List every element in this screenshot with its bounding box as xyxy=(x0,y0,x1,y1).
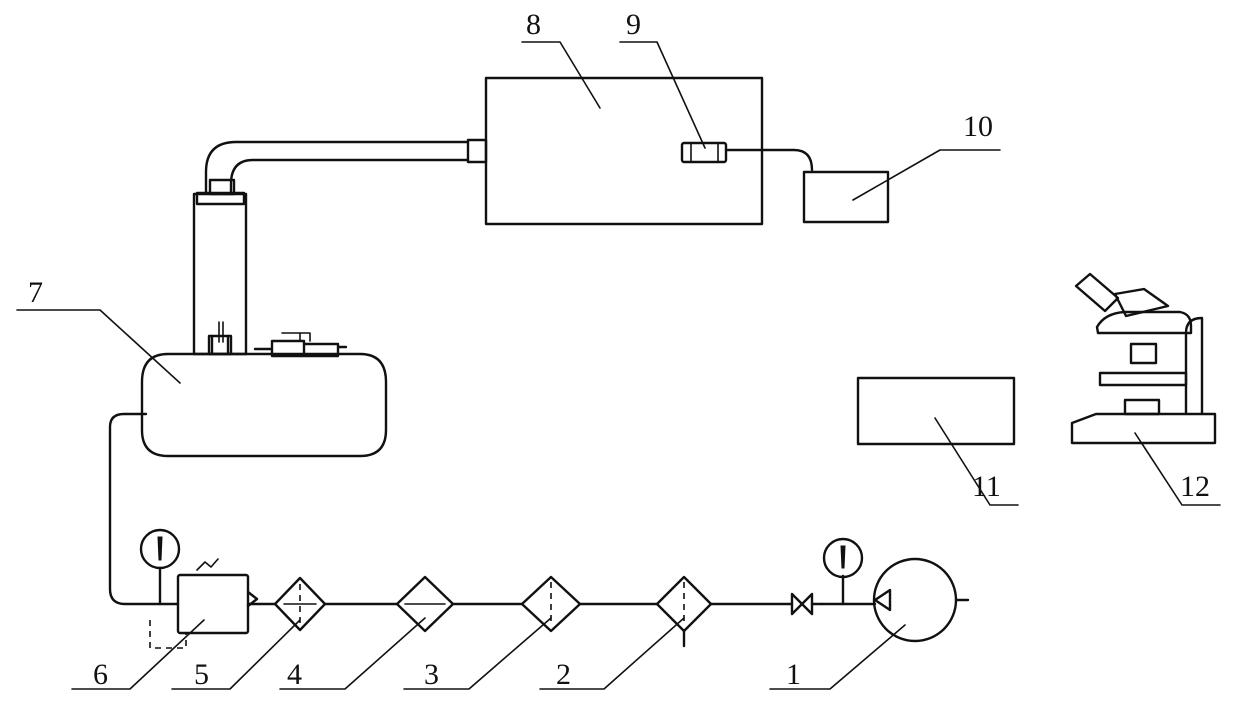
air-supply-line xyxy=(108,412,970,649)
leader-1 xyxy=(769,624,906,690)
test-chamber-group xyxy=(484,76,814,226)
part-labels: 1 2 3 4 5 6 7 8 9 10 11 12 xyxy=(28,8,1210,691)
duct-inner xyxy=(229,158,470,196)
injector-detail xyxy=(281,332,311,342)
vertical-column xyxy=(192,192,248,356)
sensor-probe-detail xyxy=(690,142,719,163)
label-12: 12 xyxy=(1180,470,1210,503)
label-3: 3 xyxy=(424,658,439,691)
gauge-needle-right-icon xyxy=(840,545,846,569)
leader-9 xyxy=(619,41,706,149)
pump-outlet-triangle xyxy=(873,588,892,612)
pressure-gauge-left xyxy=(139,528,181,570)
label-6: 6 xyxy=(93,658,108,691)
filter-4-shape xyxy=(395,575,455,633)
label-1: 1 xyxy=(786,658,801,691)
label-11: 11 xyxy=(972,470,1001,503)
leader-8 xyxy=(521,41,601,109)
label-5: 5 xyxy=(194,658,209,691)
microscope-group xyxy=(1070,272,1217,445)
regulator-body xyxy=(176,573,250,635)
leader-12 xyxy=(1134,432,1221,506)
regulator-bypass xyxy=(149,620,187,649)
recorder-box xyxy=(802,170,890,224)
pressure-gauge-right xyxy=(822,537,864,579)
duct-outer xyxy=(204,140,470,196)
signal-cable xyxy=(724,148,814,172)
column-inlet-fitting xyxy=(207,334,233,356)
microscope-objective xyxy=(1129,342,1158,365)
compressor-pump-shape xyxy=(872,557,958,643)
regulator-outlet xyxy=(246,590,259,608)
microscope-base xyxy=(1070,412,1217,445)
column-inlet-mark xyxy=(218,321,224,343)
leader-6 xyxy=(71,619,205,690)
sensor-probe xyxy=(680,141,728,164)
check-valve-shape xyxy=(790,592,814,616)
microscope-arm xyxy=(1095,310,1193,335)
callout-lines xyxy=(16,41,1221,690)
analysis-box xyxy=(856,376,1016,446)
test-chamber xyxy=(484,76,764,226)
duct-flange-lower xyxy=(208,178,236,196)
label-10: 10 xyxy=(963,110,993,143)
leader-4 xyxy=(279,617,426,690)
injector-assembly xyxy=(253,339,348,358)
label-4: 4 xyxy=(287,658,302,691)
filter-3-shape xyxy=(520,575,582,633)
column-inlet-pipe xyxy=(210,334,230,356)
leader-10 xyxy=(852,149,1001,201)
label-7: 7 xyxy=(28,276,43,309)
microscope-head xyxy=(1113,287,1170,318)
sampler-unit xyxy=(140,138,488,458)
regulator-adjust-spring xyxy=(196,558,219,571)
label-9: 9 xyxy=(626,8,641,41)
leader-5 xyxy=(171,619,301,690)
filter-5-shape xyxy=(273,576,327,632)
leader-2 xyxy=(539,617,685,690)
gauge-needle-left-icon xyxy=(157,536,163,561)
duct-flange-right xyxy=(466,138,488,164)
reservoir-tank xyxy=(140,352,388,458)
microscope-eyepiece xyxy=(1074,272,1120,313)
riser-pipe xyxy=(108,412,180,606)
leader-11 xyxy=(934,417,1019,506)
leader-7 xyxy=(16,309,181,384)
label-8: 8 xyxy=(526,8,541,41)
microscope-stage-block xyxy=(1123,398,1161,416)
label-2: 2 xyxy=(556,658,571,691)
microscope-stage xyxy=(1098,371,1188,387)
leader-3 xyxy=(403,617,552,690)
